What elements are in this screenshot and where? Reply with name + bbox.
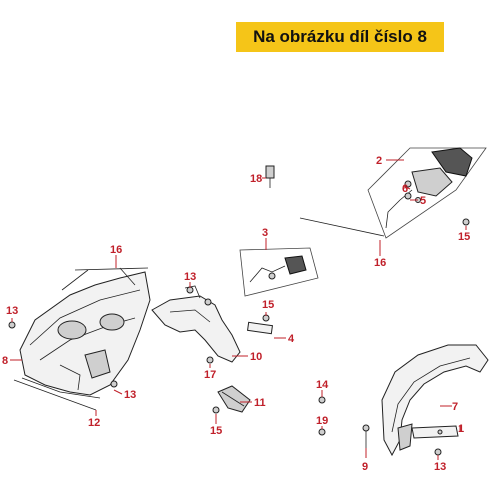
callout-13-lower: 13 bbox=[124, 389, 136, 401]
part-12-rod[interactable] bbox=[13, 379, 97, 411]
callout-10: 10 bbox=[250, 351, 262, 363]
callout-6: 6 bbox=[402, 183, 408, 195]
part-16-rod-right[interactable] bbox=[299, 217, 385, 237]
callout-11: 11 bbox=[254, 397, 266, 409]
part-13-screw-right[interactable] bbox=[434, 448, 442, 456]
callout-13-center: 13 bbox=[184, 271, 196, 283]
part-2-tail-light[interactable] bbox=[385, 147, 473, 229]
callout-13-left: 13 bbox=[6, 305, 18, 317]
callout-5: 5 bbox=[420, 195, 426, 207]
callout-9: 9 bbox=[362, 461, 368, 473]
callout-7: 7 bbox=[452, 401, 458, 413]
callout-15-lower: 15 bbox=[210, 425, 222, 437]
callout-13-right: 13 bbox=[434, 461, 446, 473]
part-9-bolt[interactable] bbox=[362, 424, 370, 448]
callout-16-right: 16 bbox=[374, 257, 386, 269]
part-number-banner: Na obrázku díl číslo 8 bbox=[236, 22, 444, 52]
part-10-license-bracket[interactable] bbox=[151, 285, 241, 363]
callout-3: 3 bbox=[262, 227, 268, 239]
part-8-rear-inner-fender[interactable] bbox=[19, 271, 151, 399]
part-17-screw[interactable] bbox=[206, 356, 214, 364]
callout-leaders bbox=[10, 159, 467, 460]
part-2-group-box bbox=[367, 147, 487, 239]
part-3-license-light[interactable] bbox=[249, 255, 307, 283]
part-18-clip[interactable] bbox=[265, 165, 275, 188]
callout-17: 17 bbox=[204, 369, 216, 381]
part-15-screw-a[interactable] bbox=[462, 218, 470, 226]
callout-19: 19 bbox=[316, 415, 328, 427]
callout-8: 8 bbox=[2, 355, 8, 367]
part-3-group-box bbox=[239, 247, 319, 297]
part-15-screw-c[interactable] bbox=[212, 406, 220, 414]
part-6-bulb[interactable] bbox=[404, 180, 412, 188]
part-14-screw[interactable] bbox=[318, 396, 326, 404]
callout-15-center: 15 bbox=[262, 299, 274, 311]
part-7-rear-fender[interactable] bbox=[381, 344, 489, 457]
callout-18: 18 bbox=[250, 173, 262, 185]
callout-16-left: 16 bbox=[110, 244, 122, 256]
part-13-screw-lower[interactable] bbox=[110, 380, 118, 388]
banner-text: Na obrázku díl číslo 8 bbox=[253, 27, 427, 46]
callout-4: 4 bbox=[288, 333, 295, 345]
part-19-screw[interactable] bbox=[318, 428, 326, 436]
callout-1: 1 bbox=[458, 423, 464, 435]
callout-14: 14 bbox=[316, 379, 329, 391]
callout-15-right: 15 bbox=[458, 231, 470, 243]
part-16-rod-set[interactable] bbox=[61, 267, 149, 291]
part-1-bracket[interactable] bbox=[411, 425, 459, 439]
callout-2: 2 bbox=[376, 155, 382, 167]
part-11-plate-cover[interactable] bbox=[217, 385, 251, 413]
callout-12: 12 bbox=[88, 417, 100, 429]
part-13-screw-left[interactable] bbox=[8, 321, 16, 329]
part-4-reflector-plate[interactable] bbox=[246, 321, 274, 335]
